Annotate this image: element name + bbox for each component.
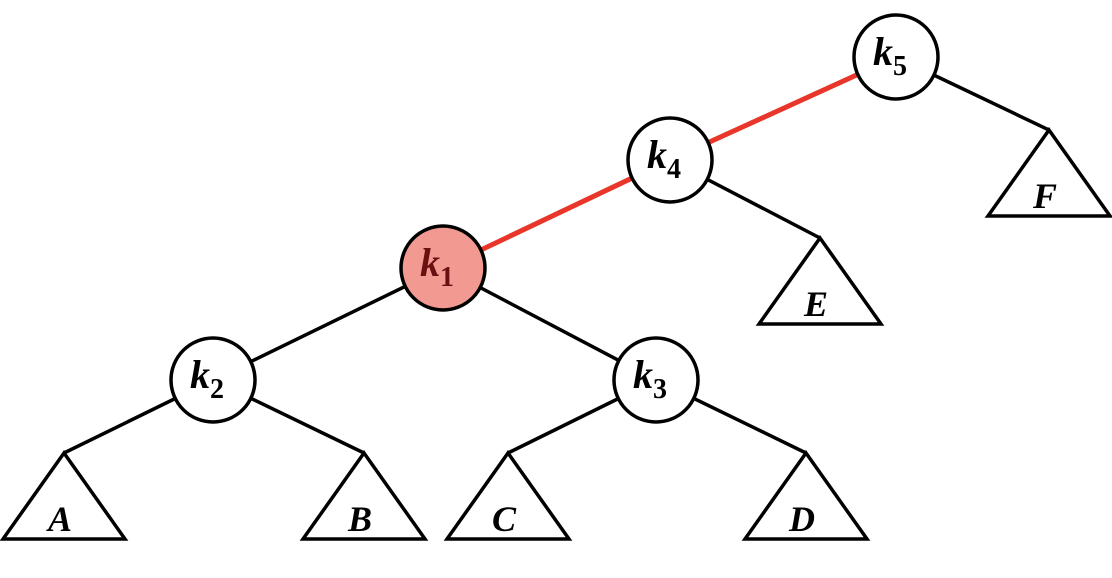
node-label: k2 [190,352,224,405]
subtree-label: E [803,284,828,324]
node-letter: k [873,29,893,74]
subtree-C: C [443,449,573,541]
node-subscript: 5 [893,51,907,82]
node-subscript: 1 [440,262,454,293]
triangle-shape [299,449,429,541]
node-letter: k [420,240,440,285]
subtree-label: F [1032,176,1057,216]
node-k5: k5 [852,13,940,101]
subtree-label: D [788,499,815,539]
node-subscript: 4 [667,154,681,185]
node-letter: k [190,352,210,397]
node-label: k3 [633,352,667,405]
node-letter: k [633,352,653,397]
subtree-F: F [984,126,1112,218]
subtree-E: E [755,234,885,326]
node-label: k1 [420,240,454,293]
node-circle [399,224,487,312]
subtree-label: A [46,499,72,539]
triangle-shape [0,449,129,541]
node-circle [852,13,940,101]
triangle-shape [741,449,871,541]
node-label: k5 [873,29,907,82]
node-k2: k2 [169,336,257,424]
node-k1: k1 [399,224,487,312]
node-k3: k3 [612,336,700,424]
node-circle [169,336,257,424]
node-subscript: 2 [210,374,224,405]
node-circle [612,336,700,424]
subtree-B: B [299,449,429,541]
subtree-label: C [492,499,517,539]
node-k4: k4 [626,116,714,204]
node-label: k4 [647,132,681,185]
subtree-D: D [741,449,871,541]
node-circle [626,116,714,204]
node-subscript: 3 [653,374,667,405]
triangle-shape [443,449,573,541]
triangle-shape [984,126,1112,218]
node-letter: k [647,132,667,177]
subtree-A: A [0,449,129,541]
subtree-label: B [347,499,372,539]
triangle-shape [755,234,885,326]
